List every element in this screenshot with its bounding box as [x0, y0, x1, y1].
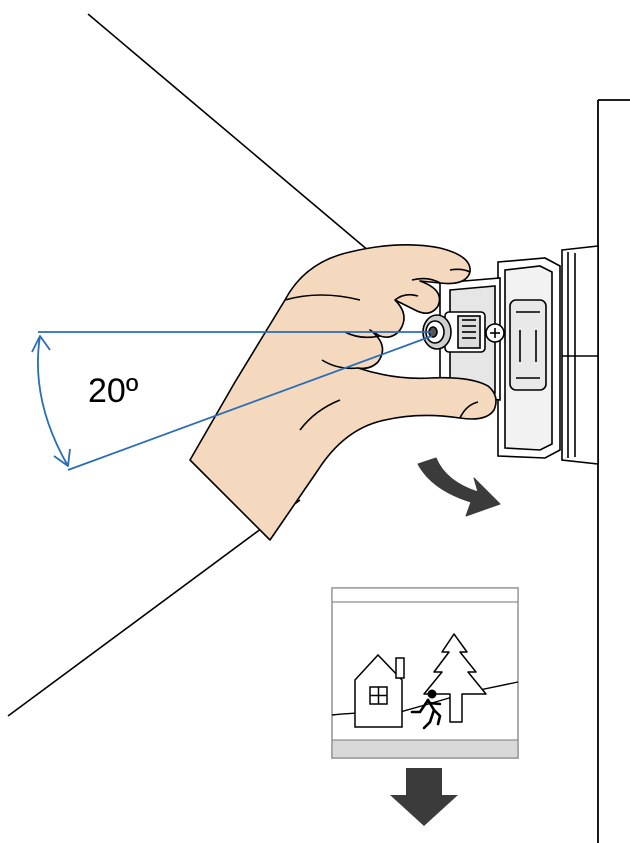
camera-body — [422, 277, 505, 401]
house-icon — [354, 653, 405, 728]
field-of-view-lower-line — [7, 499, 301, 717]
hand — [189, 244, 497, 541]
angle-arc — [37, 335, 69, 467]
angle-label: 20º — [88, 372, 138, 410]
camera-view-preview — [331, 587, 519, 759]
field-of-view-upper-line — [87, 13, 383, 263]
running-person-icon — [410, 689, 442, 730]
tilted-reference-line — [67, 335, 433, 471]
curved-arrow-down-right-icon — [417, 457, 501, 517]
arrow-down-icon — [390, 768, 458, 826]
tree-icon — [423, 633, 487, 723]
angle-arc-top-arrowhead — [31, 335, 51, 353]
angle-indicator — [31, 331, 433, 471]
wall — [597, 99, 630, 843]
angle-arc-bottom-arrowhead — [53, 448, 71, 467]
camera-mount — [497, 245, 599, 465]
